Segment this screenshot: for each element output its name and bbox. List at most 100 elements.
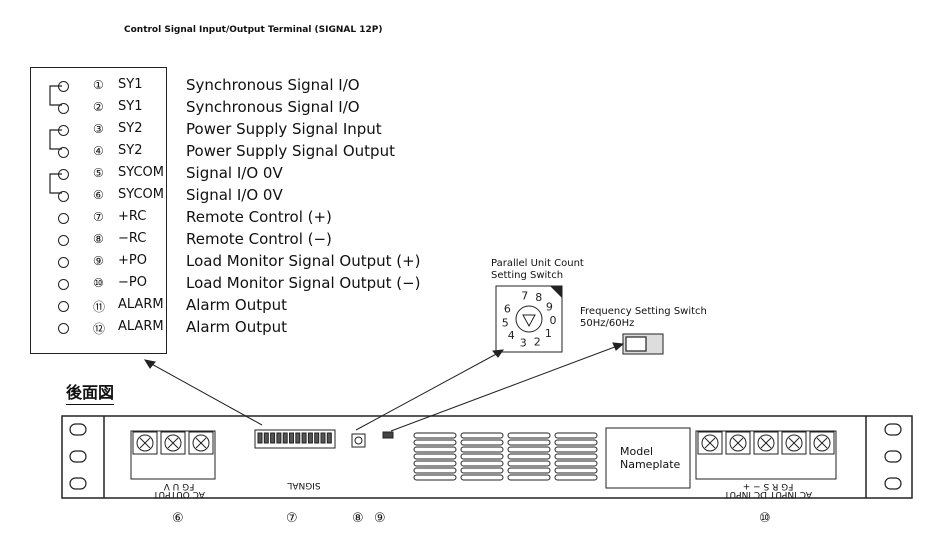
ac-output-terminals: FG U V (163, 481, 195, 491)
terminal-code: SYCOM (118, 187, 165, 202)
terminal-hole-icon (58, 257, 69, 268)
terminal-row: ⑨ +PO Load Monitor Signal Output (+) (0, 251, 470, 273)
screw-terminal-icon (132, 431, 158, 455)
vent-slot (507, 439, 551, 446)
ac-output-label-block: AC OUTPUT FG U V (137, 481, 221, 499)
dial-digit: 4 (508, 329, 515, 342)
screw-terminal-icon (809, 431, 835, 455)
vent-slot (554, 453, 598, 460)
diagram-title: Control Signal Input/Output Terminal (SI… (124, 25, 383, 35)
screw-terminal-icon (725, 431, 751, 455)
dial-digit: 9 (546, 300, 553, 313)
screw-terminal-icon (781, 431, 807, 455)
vent-slot (460, 432, 504, 439)
vent-slot (413, 460, 457, 467)
terminal-description: Remote Control (−) (186, 230, 332, 248)
vent-slot (507, 460, 551, 467)
terminal-number: ⑨ (93, 254, 104, 268)
terminal-code: SY1 (118, 99, 143, 114)
terminal-row: ⑥ SYCOM Signal I/O 0V (0, 185, 470, 207)
vent-slot (460, 446, 504, 453)
signal-pin (301, 432, 307, 444)
signal-pin (295, 432, 301, 444)
terminal-description: Power Supply Signal Output (186, 142, 395, 160)
terminal-code: SY2 (118, 121, 143, 136)
signal-pin (270, 432, 276, 444)
terminal-code: ALARM (118, 319, 164, 334)
signal-label: SIGNAL (287, 480, 321, 490)
dial-digit: 2 (534, 336, 541, 349)
model-nameplate: Model Nameplate (620, 445, 680, 471)
dial-digit: 3 (520, 336, 527, 349)
screw-terminal-icon (188, 431, 214, 455)
terminal-number: ⑧ (93, 232, 104, 246)
dial-digit: 8 (535, 291, 542, 304)
dial-digit: 0 (550, 314, 557, 327)
callout-8: ⑧ (352, 511, 364, 526)
dial-digit: 5 (502, 316, 509, 329)
signal-pin (276, 432, 282, 444)
terminal-code: ALARM (118, 297, 164, 312)
screw-terminal-icon (753, 431, 779, 455)
vent-slot (554, 432, 598, 439)
callout-6: ⑥ (172, 511, 184, 526)
terminal-row: ① SY1 Synchronous Signal I/O (0, 75, 470, 97)
freq-switch-label-2: 50Hz/60Hz (580, 318, 635, 329)
vent-slot (554, 474, 598, 481)
terminal-number: ⑫ (93, 322, 106, 336)
terminal-number: ⑤ (93, 166, 104, 180)
vent-slot (507, 446, 551, 453)
vent-slot (507, 467, 551, 474)
vent-slot (413, 453, 457, 460)
terminal-code: +PO (118, 253, 147, 268)
terminal-block (30, 67, 167, 354)
terminal-description: Synchronous Signal I/O (186, 76, 360, 94)
terminal-description: Alarm Output (186, 318, 288, 336)
dial-digit: 6 (504, 303, 511, 316)
terminal-number: ④ (93, 144, 104, 158)
terminal-hole-icon (58, 323, 69, 334)
dial-digit: 7 (521, 289, 528, 302)
terminal-code: +RC (118, 209, 147, 224)
terminal-code: SY1 (118, 77, 143, 92)
terminal-code: −PO (118, 275, 147, 290)
terminal-hole-icon (58, 235, 69, 246)
vent-slot (413, 432, 457, 439)
vent-slot (554, 446, 598, 453)
terminal-number: ③ (93, 122, 104, 136)
vent-slot (554, 439, 598, 446)
terminal-description: Alarm Output (186, 296, 288, 314)
screw-terminal-icon (697, 431, 723, 455)
signal-pin (326, 432, 332, 444)
vent-slot (507, 474, 551, 481)
terminal-row: ⑫ ALARM Alarm Output (0, 317, 470, 339)
nameplate-line-2: Nameplate (620, 458, 681, 471)
ac-dc-input-label-block: AC INPUT DC INPUT FG R S − + (698, 481, 838, 499)
terminal-number: ① (93, 78, 104, 92)
terminal-row: ⑦ +RC Remote Control (+) (0, 207, 470, 229)
vent-slot (460, 439, 504, 446)
terminal-description: Remote Control (+) (186, 208, 332, 226)
terminal-row: ⑧ −RC Remote Control (−) (0, 229, 470, 251)
terminal-number: ⑥ (93, 188, 104, 202)
terminal-number: ⑦ (93, 210, 104, 224)
terminal-description: Signal I/O 0V (186, 186, 283, 204)
terminal-code: −RC (118, 231, 147, 246)
callout-10: ⑩ (759, 511, 771, 526)
vent-slot (460, 474, 504, 481)
parallel-switch-label-1: Parallel Unit Count (491, 258, 584, 269)
parallel-switch-label-2: Setting Switch (491, 270, 564, 281)
terminal-description: Synchronous Signal I/O (186, 98, 360, 116)
terminal-number: ⑩ (93, 276, 104, 290)
nameplate-line-1: Model (620, 445, 654, 458)
vent-slot (413, 439, 457, 446)
vent-slot (554, 460, 598, 467)
terminal-description: Load Monitor Signal Output (+) (186, 252, 421, 270)
ac-output-label: AC OUTPUT (153, 489, 205, 499)
vent-slot (507, 453, 551, 460)
terminal-description: Signal I/O 0V (186, 164, 283, 182)
